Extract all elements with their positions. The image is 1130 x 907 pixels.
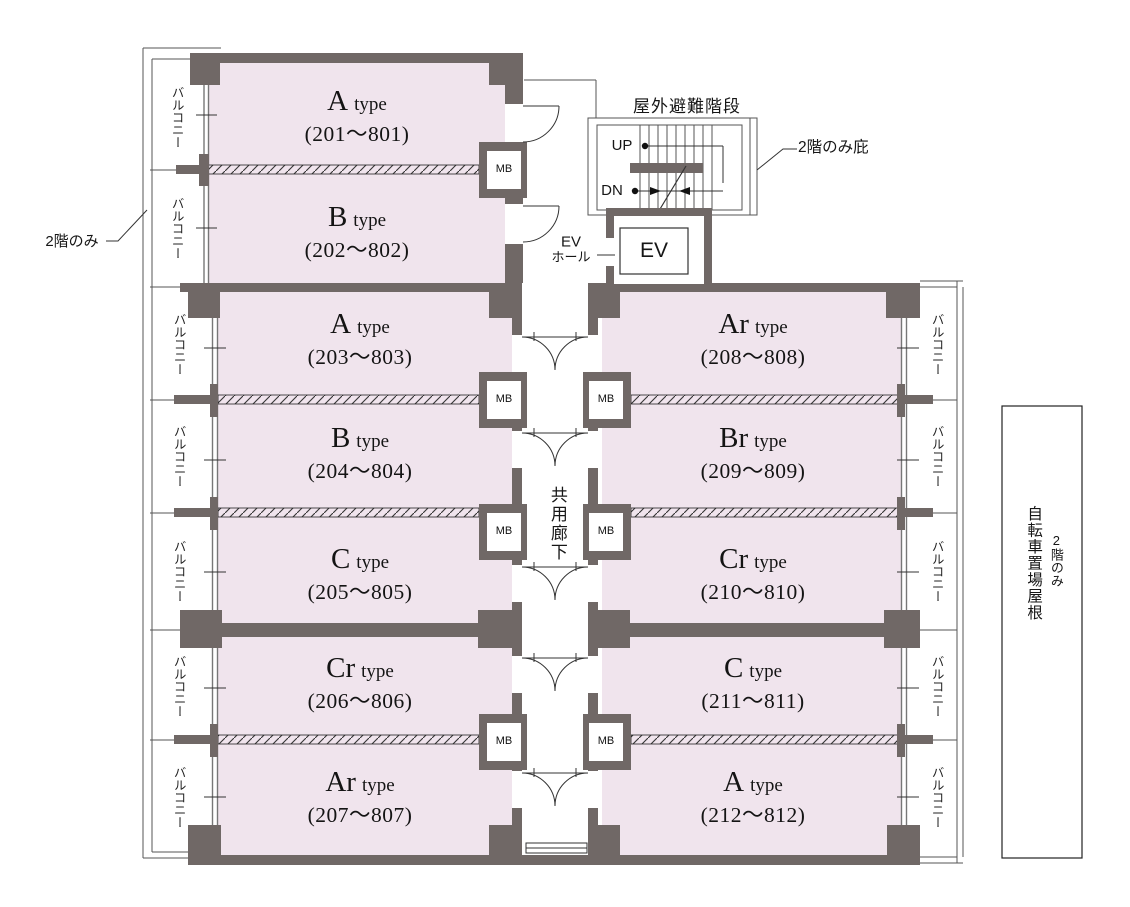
- corridor-label: 共用廊下: [547, 486, 567, 562]
- mb-label: MB: [495, 163, 513, 176]
- ev-hall-label: EV ホール: [551, 234, 590, 263]
- stairs: [587, 117, 758, 216]
- mb-boxes: [479, 142, 631, 770]
- unit-block-206-207: [218, 637, 512, 855]
- elevator-cab: [619, 227, 689, 275]
- arrow-left-icon: [679, 187, 690, 195]
- bicycle-shed-outline: [1001, 405, 1083, 859]
- ev-hall-line1: EV: [560, 233, 582, 251]
- columns: [180, 53, 920, 857]
- unit-block-208-210: [602, 292, 902, 623]
- elevator: [606, 208, 712, 292]
- bicycle-shed-note-label: 2階のみ: [1048, 533, 1064, 587]
- dn-marker-dot: [631, 187, 639, 195]
- mb-label: MB: [597, 393, 615, 406]
- balcony-label: バルコニー: [929, 424, 944, 488]
- leader-lines: [106, 148, 797, 256]
- corridor-threshold: [525, 842, 588, 854]
- left-note-label: 2階のみ: [45, 233, 99, 251]
- balcony-label: バルコニー: [929, 765, 944, 829]
- bicycle-shed-label: 自転車置場屋根: [1025, 505, 1043, 621]
- up-label: UP: [611, 137, 633, 155]
- unit-block-203-205: [218, 292, 512, 623]
- unit-block-211-212: [602, 637, 902, 855]
- left-note-leader: [106, 209, 148, 242]
- ev-hall-line2: ホール: [551, 249, 591, 265]
- stair-landing: [630, 163, 703, 173]
- up-marker-dot: [641, 142, 649, 150]
- balcony-label: バルコニー: [169, 85, 184, 149]
- mb-label: MB: [597, 525, 615, 538]
- balcony-label: バルコニー: [171, 312, 186, 376]
- balcony-label: バルコニー: [169, 196, 184, 260]
- arrow-right-icon: [650, 187, 661, 195]
- balcony-label: バルコニー: [171, 765, 186, 829]
- elevator-label: EV: [639, 238, 669, 262]
- mb-label: MB: [495, 393, 513, 406]
- hatch-dividers: [174, 154, 933, 757]
- stair-break-line: [656, 165, 687, 215]
- balcony-label: バルコニー: [171, 539, 186, 603]
- mb-label: MB: [495, 525, 513, 538]
- canopy-note-leader: [756, 148, 797, 171]
- mb-label: MB: [597, 735, 615, 748]
- stairs-label: 屋外避難階段: [633, 97, 741, 117]
- balcony-label: バルコニー: [929, 539, 944, 603]
- door-openings: [505, 104, 598, 808]
- door-arcs: [521, 105, 589, 807]
- dn-label: DN: [601, 182, 623, 200]
- balcony-label: バルコニー: [929, 654, 944, 718]
- divider-stubs: [174, 154, 933, 757]
- balcony-label: バルコニー: [929, 312, 944, 376]
- balcony-label: バルコニー: [171, 654, 186, 718]
- window-walls: [203, 85, 908, 825]
- balcony-label: バルコニー: [171, 424, 186, 488]
- unit-areas: [208, 63, 902, 855]
- canopy-note-label: 2階のみ庇: [798, 139, 869, 156]
- window-ticks: [196, 114, 919, 798]
- mb-label: MB: [495, 735, 513, 748]
